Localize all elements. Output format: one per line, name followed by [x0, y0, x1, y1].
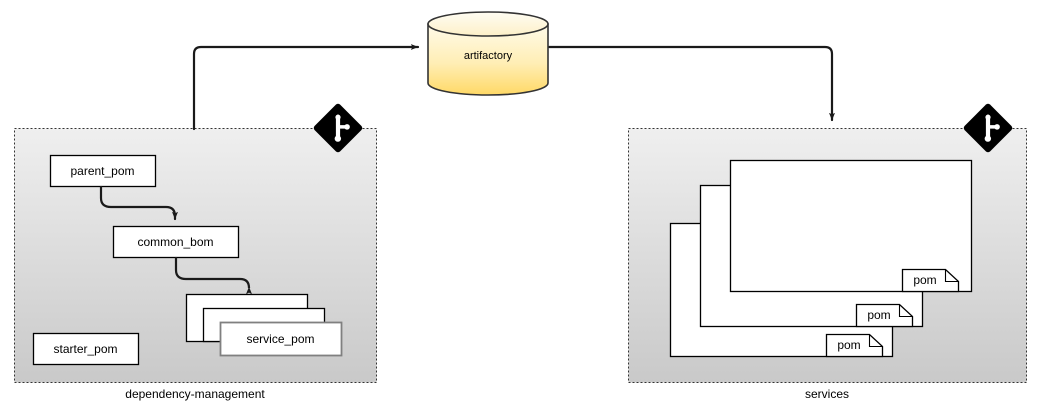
artifactory-cylinder[interactable]: [427, 11, 549, 96]
node-common-bom[interactable]: [112, 225, 240, 259]
group-caption-services: services: [804, 387, 849, 401]
node-starter-pom[interactable]: [32, 332, 140, 366]
edge-dependency-to-artifactory: [192, 44, 420, 131]
pom-label-back: pom: [837, 338, 861, 352]
pom-label-front: pom: [913, 273, 937, 287]
service-pom-stack[interactable]: [185, 293, 343, 357]
service-card-front[interactable]: [729, 159, 973, 293]
pom-label-mid: pom: [867, 308, 891, 322]
git-logo-icon-dependency-management: [313, 103, 363, 153]
git-logo-icon-services: [963, 103, 1013, 153]
node-parent-pom[interactable]: [49, 154, 157, 188]
edge-bom-to-service: [174, 256, 253, 295]
edge-parent-to-bom: [99, 185, 178, 221]
group-caption-dependency-management: dependency-management: [125, 387, 265, 401]
artifactory-label: artifactory: [463, 50, 513, 62]
edge-artifactory-to-services: [547, 45, 835, 122]
